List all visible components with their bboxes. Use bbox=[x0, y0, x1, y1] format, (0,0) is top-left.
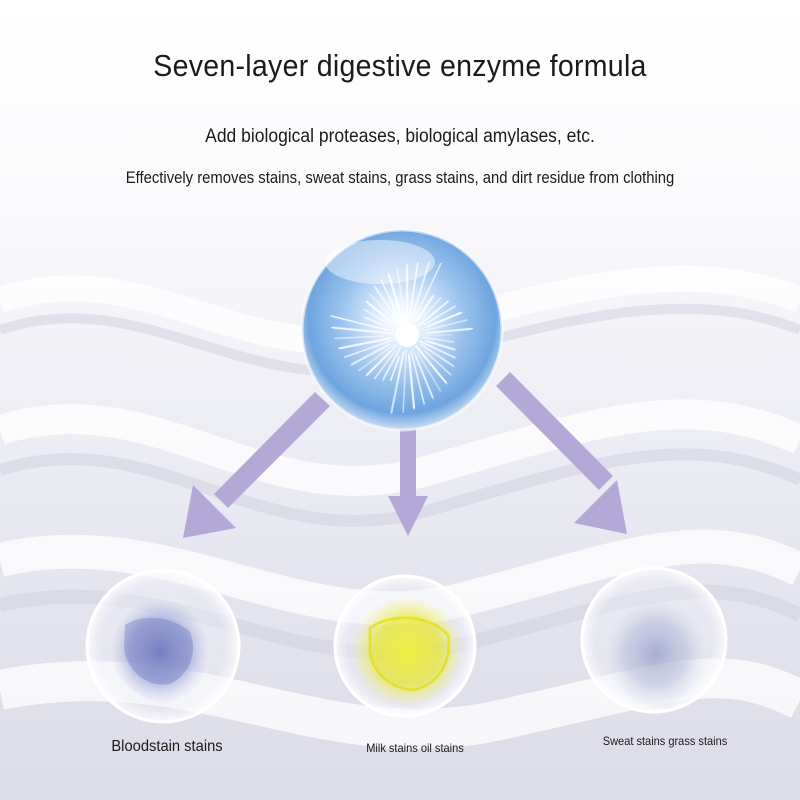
burst-ray bbox=[365, 344, 398, 377]
burst-ray bbox=[423, 349, 452, 376]
burst-ray bbox=[396, 267, 405, 317]
burst-ray bbox=[350, 345, 388, 366]
burst-ray bbox=[411, 347, 434, 400]
burst-ray bbox=[339, 337, 392, 350]
burst-ray bbox=[413, 260, 430, 314]
burst-ray bbox=[421, 297, 442, 319]
stain-label-milk-oil: Milk stains oil stains bbox=[366, 741, 464, 755]
burst-ray bbox=[344, 338, 395, 358]
burst-ray bbox=[397, 354, 404, 381]
burst-ray bbox=[417, 347, 448, 385]
arrow-left-icon bbox=[183, 392, 330, 538]
milk-oil-stain-bubble-icon bbox=[333, 574, 477, 718]
burst-ray bbox=[419, 300, 450, 325]
burst-ray bbox=[423, 345, 455, 368]
burst-ray bbox=[357, 344, 395, 372]
burst-ray bbox=[416, 351, 442, 392]
burst-ray bbox=[427, 311, 462, 328]
burst-ray bbox=[334, 335, 385, 340]
burst-ray bbox=[330, 315, 389, 331]
burst-ray bbox=[369, 293, 399, 326]
burst-ray bbox=[380, 279, 398, 315]
burst-ray bbox=[408, 357, 415, 411]
burst-ray bbox=[364, 308, 394, 328]
burst-ray bbox=[423, 336, 455, 343]
burst-ray bbox=[429, 328, 474, 334]
stain-label-bloodstain: Bloodstain stains bbox=[111, 738, 223, 755]
enzyme-sphere-icon bbox=[300, 228, 504, 432]
burst-ray bbox=[417, 294, 435, 319]
burst-ray bbox=[389, 355, 401, 381]
page-description: Effectively removes stains, sweat stains… bbox=[125, 169, 675, 187]
burst-ray bbox=[381, 349, 400, 382]
burst-ray bbox=[412, 262, 442, 324]
burst-ray bbox=[418, 340, 456, 359]
sweat-grass-stain-bubble-icon bbox=[580, 566, 728, 714]
burst-ray bbox=[373, 285, 397, 319]
arrow-right-icon bbox=[496, 372, 627, 534]
burst-ray bbox=[423, 305, 456, 326]
burst-ray bbox=[422, 319, 468, 332]
stain-label-sweat-grass: Sweat stains grass stains bbox=[602, 734, 728, 748]
burst-ray bbox=[337, 338, 388, 350]
burst-ray bbox=[419, 311, 463, 331]
burst-ray bbox=[407, 353, 416, 409]
burst-ray bbox=[373, 350, 396, 380]
burst-ray bbox=[387, 273, 405, 323]
burst-ray bbox=[365, 300, 390, 321]
burst-ray bbox=[330, 327, 391, 334]
page-subtitle: Add biological proteases, biological amy… bbox=[205, 126, 595, 147]
page-title: Seven-layer digestive enzyme formula bbox=[153, 48, 647, 83]
burst-ray bbox=[408, 261, 419, 319]
burst-ray bbox=[387, 272, 403, 320]
burst-ray bbox=[428, 341, 457, 351]
bloodstain-bubble-icon bbox=[85, 568, 241, 724]
burst-ray bbox=[402, 348, 408, 413]
arrow-down-icon bbox=[388, 425, 428, 536]
burst-ray bbox=[363, 316, 395, 331]
burst-ray bbox=[410, 350, 425, 405]
